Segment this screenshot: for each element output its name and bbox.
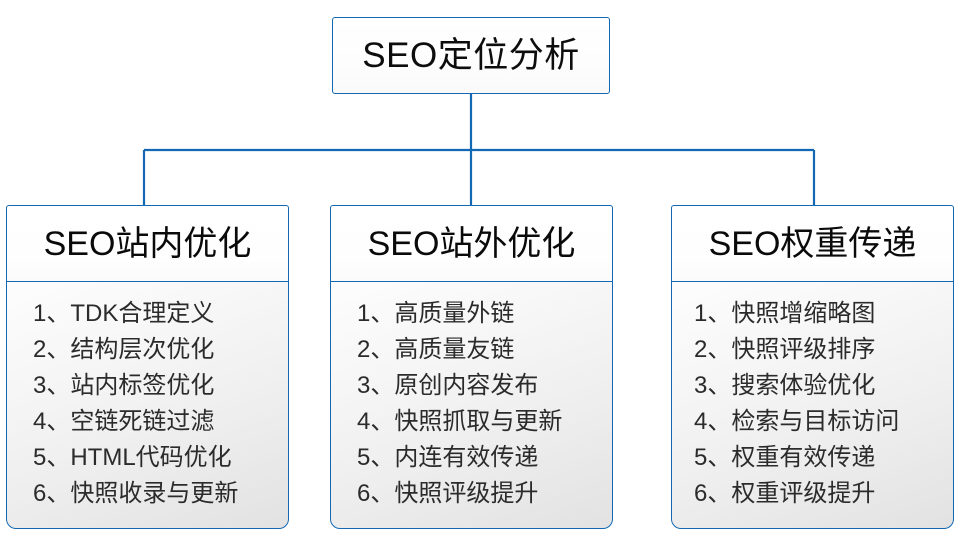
list-item: 4、快照抓取与更新 — [357, 408, 563, 435]
branch-header-label: SEO站内优化 — [43, 224, 252, 263]
branch-body-off-site: 1、高质量外链 2、高质量友链 3、原创内容发布 4、快照抓取与更新 5、内连有… — [330, 282, 613, 529]
branch-column-on-site: SEO站内优化 1、TDK合理定义 2、结构层次优化 3、站内标签优化 4、空链… — [6, 205, 289, 529]
list-item: 6、快照收录与更新 — [33, 480, 239, 507]
list-item: 4、空链死链过滤 — [33, 408, 215, 435]
branch-header-on-site[interactable]: SEO站内优化 — [6, 205, 289, 282]
list-item: 1、高质量外链 — [357, 300, 515, 327]
list-item: 5、内连有效传递 — [357, 444, 539, 471]
list-item: 3、原创内容发布 — [357, 372, 539, 399]
branch-header-label: SEO站外优化 — [367, 224, 576, 263]
branch-body-weight-transfer: 1、快照增缩略图 2、快照评级排序 3、搜索体验优化 4、检索与目标访问 5、权… — [671, 282, 954, 529]
list-item: 1、TDK合理定义 — [33, 300, 215, 327]
branch-column-off-site: SEO站外优化 1、高质量外链 2、高质量友链 3、原创内容发布 4、快照抓取与… — [330, 205, 613, 529]
branch-header-weight-transfer[interactable]: SEO权重传递 — [671, 205, 954, 282]
list-item: 2、快照评级排序 — [694, 336, 876, 363]
list-item: 6、快照评级提升 — [357, 480, 539, 507]
root-node[interactable]: SEO定位分析 — [332, 17, 610, 94]
branch-header-off-site[interactable]: SEO站外优化 — [330, 205, 613, 282]
root-node-label: SEO定位分析 — [362, 36, 580, 75]
list-item: 3、站内标签优化 — [33, 372, 215, 399]
list-item: 5、HTML代码优化 — [33, 444, 232, 471]
list-item: 1、快照增缩略图 — [694, 300, 876, 327]
list-item: 2、结构层次优化 — [33, 336, 215, 363]
list-item: 3、搜索体验优化 — [694, 372, 876, 399]
list-item: 4、检索与目标访问 — [694, 408, 900, 435]
list-item: 5、权重有效传递 — [694, 444, 876, 471]
list-item: 6、权重评级提升 — [694, 480, 876, 507]
branch-body-on-site: 1、TDK合理定义 2、结构层次优化 3、站内标签优化 4、空链死链过滤 5、H… — [6, 282, 289, 529]
branch-header-label: SEO权重传递 — [708, 224, 917, 263]
branch-column-weight-transfer: SEO权重传递 1、快照增缩略图 2、快照评级排序 3、搜索体验优化 4、检索与… — [671, 205, 954, 529]
list-item: 2、高质量友链 — [357, 336, 515, 363]
